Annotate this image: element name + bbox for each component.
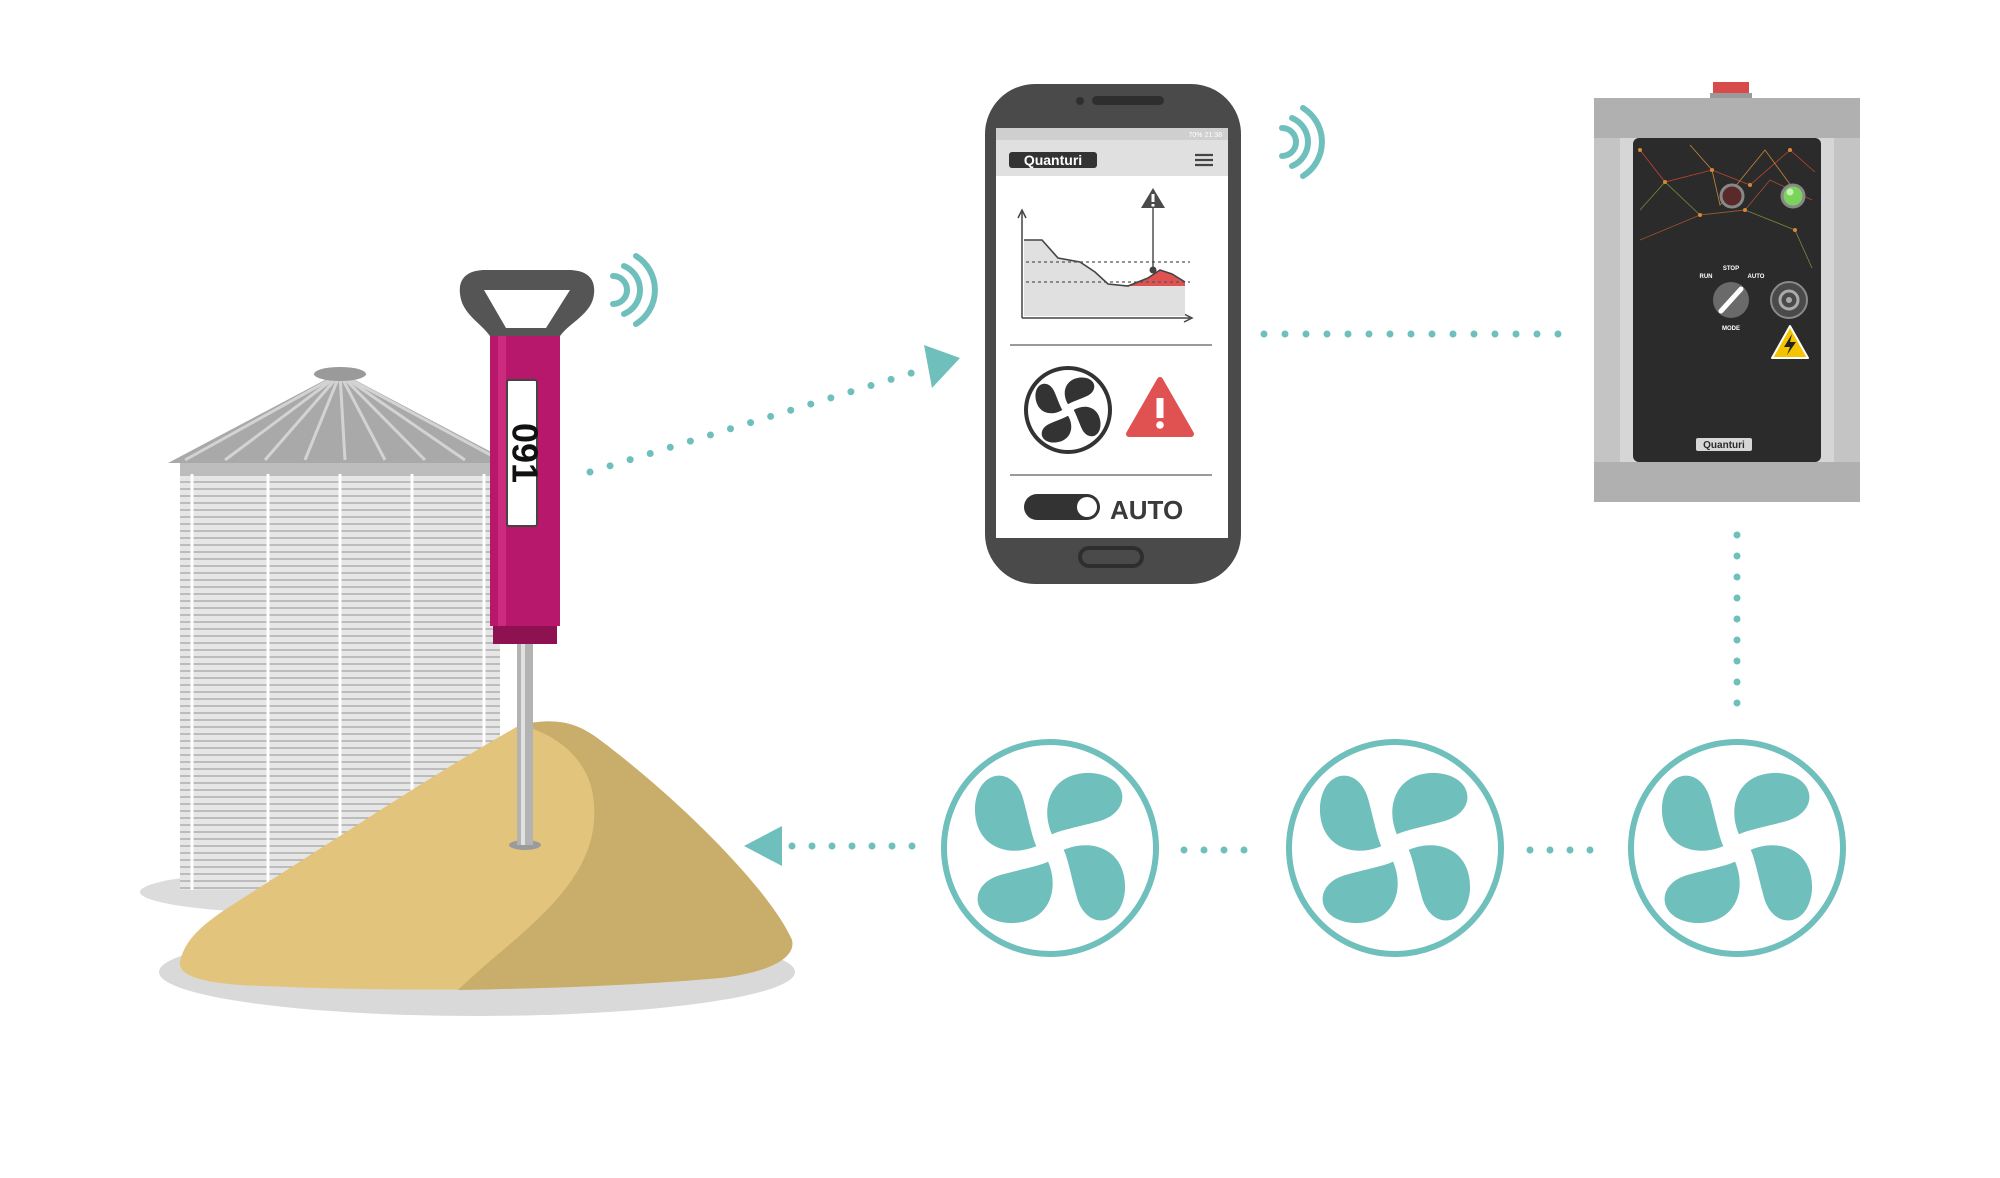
phone-home-button[interactable]	[1078, 546, 1144, 568]
fan-controller-box: RUN STOP AUTO MODE Quanturi	[1594, 82, 1860, 502]
probe-id-label	[506, 379, 538, 527]
controller-green-indicator	[1780, 183, 1806, 209]
fan-1[interactable]	[941, 739, 1159, 957]
phone-fan-icon[interactable]	[1024, 366, 1112, 454]
connector-probe-to-phone	[586, 345, 960, 476]
auto-mode-toggle[interactable]	[1024, 494, 1100, 520]
probe-id-text: 091	[504, 423, 545, 483]
wifi-signal-icon	[1279, 105, 1325, 179]
fan-2[interactable]	[1286, 739, 1504, 957]
connector-fans-to-grain	[744, 826, 918, 866]
controller-reset-button[interactable]	[1770, 281, 1808, 319]
wifi-signal-icon	[610, 253, 658, 327]
phone-alert-icon	[1126, 377, 1194, 437]
temperature-probe: 091	[459, 253, 658, 850]
phone-temperature-chart	[1017, 188, 1194, 323]
switch-label-stop: STOP	[1723, 266, 1739, 272]
hamburger-menu-icon[interactable]	[1195, 153, 1213, 167]
arrow-head-icon	[744, 826, 782, 866]
auto-mode-label: AUTO	[1110, 495, 1183, 525]
mode-selector-knob[interactable]	[1713, 282, 1749, 318]
switch-label-auto: AUTO	[1748, 274, 1765, 280]
switch-label-mode: MODE	[1722, 326, 1740, 332]
high-voltage-icon	[1771, 325, 1809, 359]
switch-label-run: RUN	[1700, 274, 1713, 280]
phone-screen	[996, 128, 1228, 538]
arrow-head-icon	[924, 345, 960, 388]
warning-triangle-icon	[1141, 188, 1165, 208]
grain-pile	[159, 721, 795, 1016]
controller-brand-logo: Quanturi	[1703, 440, 1745, 451]
probe-handle[interactable]	[459, 270, 595, 336]
phone-status-text: 70% 21:38	[1189, 132, 1223, 139]
phone-brand-logo: Quanturi	[1024, 152, 1082, 168]
controller-red-indicator	[1719, 183, 1745, 209]
smartphone: 70% 21:38 Quanturi	[985, 84, 1325, 584]
controller-network-pattern	[1638, 144, 1816, 269]
fan-3[interactable]	[1628, 739, 1846, 957]
